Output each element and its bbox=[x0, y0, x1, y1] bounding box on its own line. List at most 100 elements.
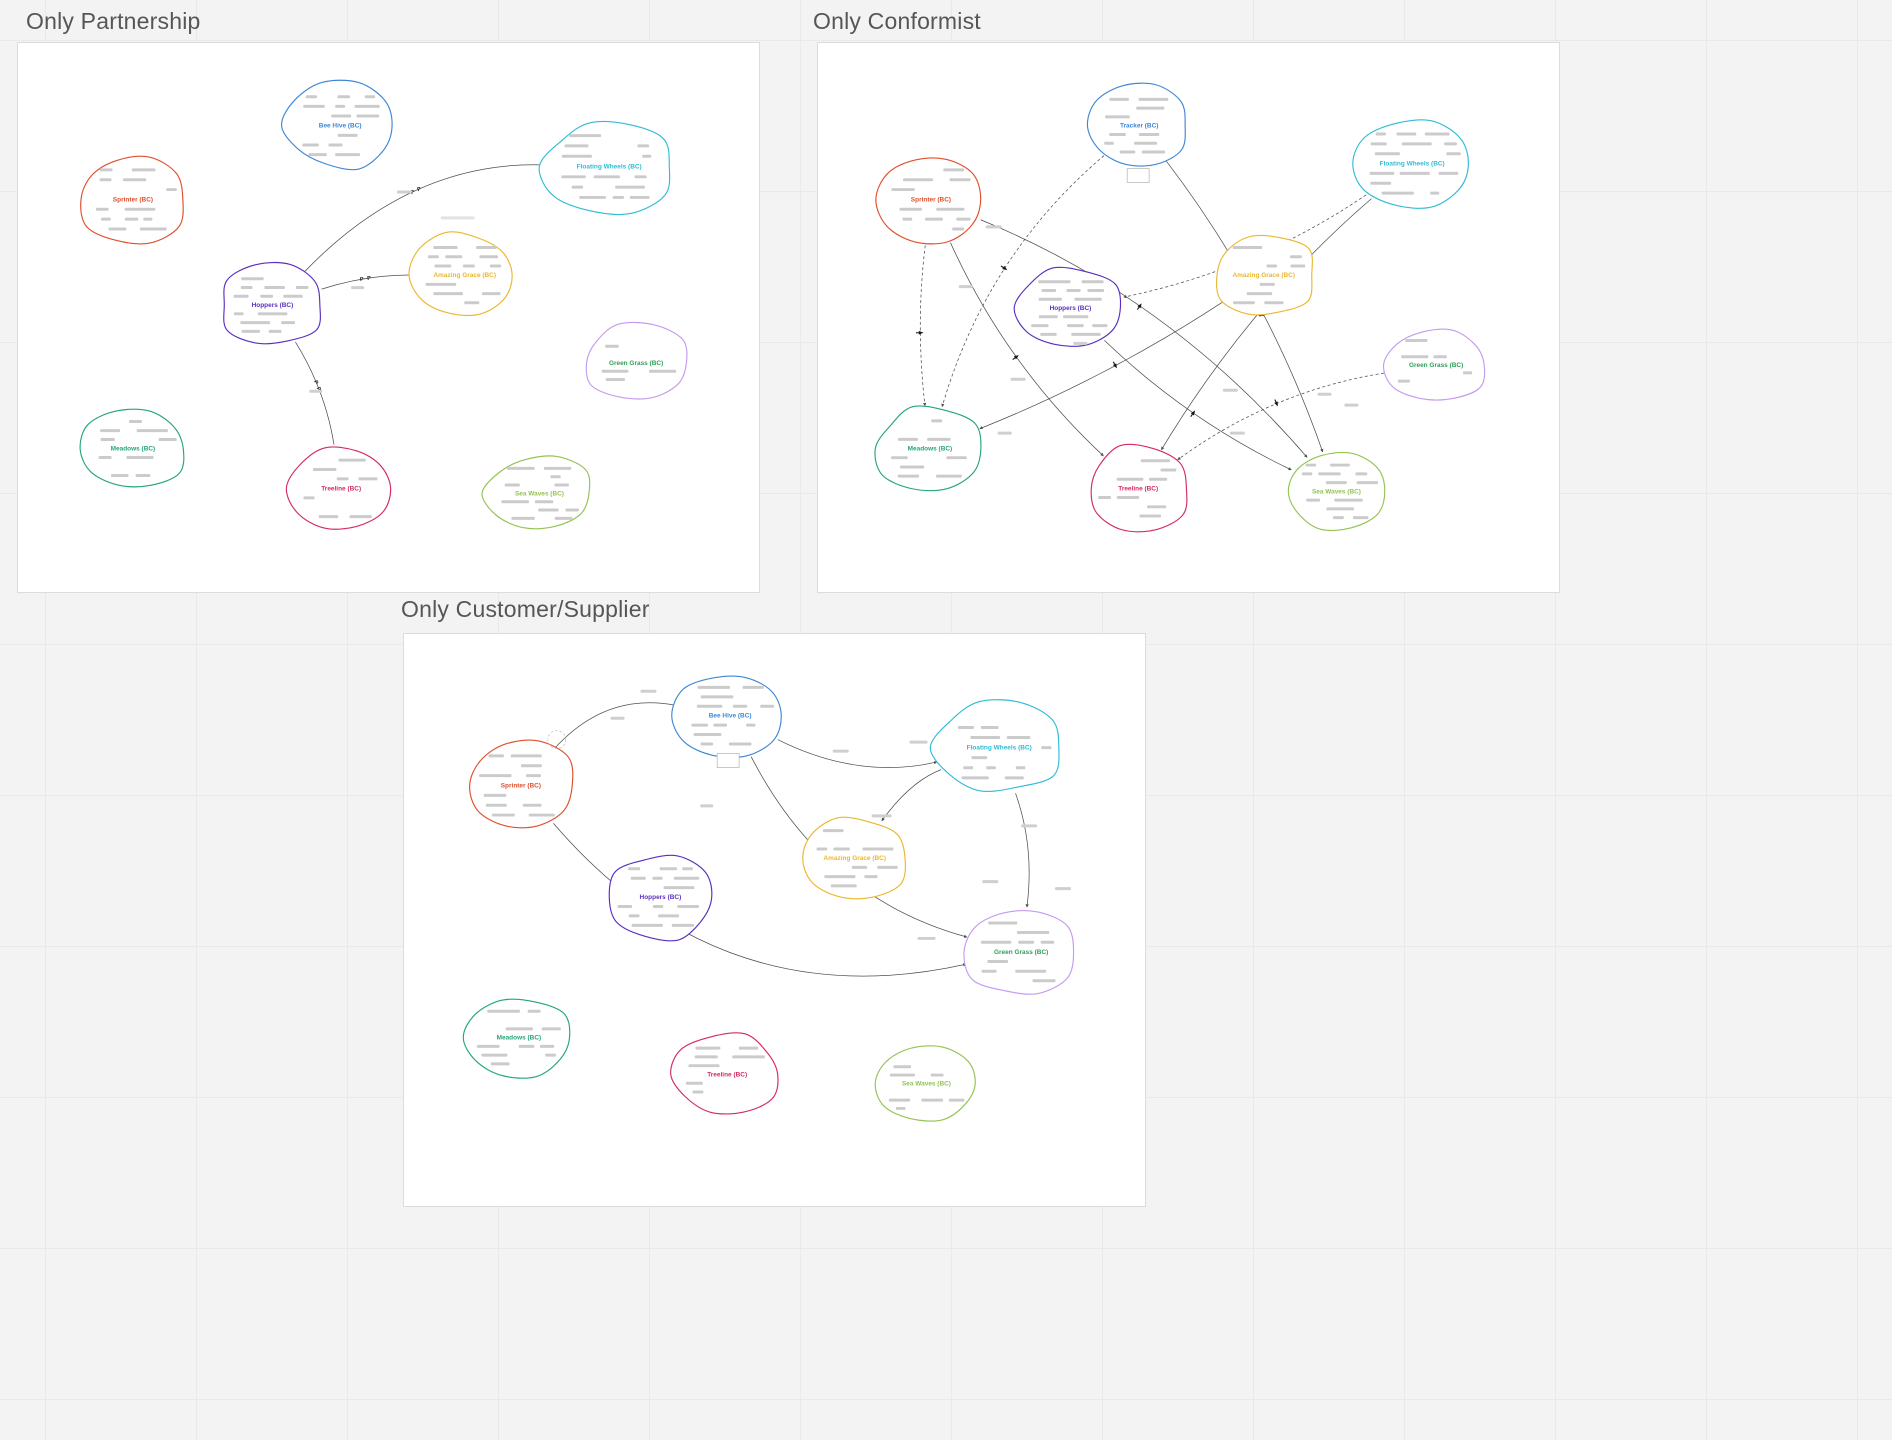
context-node[interactable]: Hoppers (BC) bbox=[608, 854, 713, 942]
connection-label-bar bbox=[1222, 388, 1238, 392]
context-node[interactable]: Floating Wheels (BC) bbox=[929, 699, 1060, 793]
nodes-layer: Sprinter (BC) Bee Hive (BC) Floating Wheel… bbox=[79, 79, 688, 530]
context-outline bbox=[1215, 234, 1313, 316]
placeholder-text-bar bbox=[1160, 468, 1177, 472]
relationship-connection[interactable] bbox=[1177, 372, 1385, 460]
context-outline bbox=[1352, 119, 1469, 209]
relationship-connection[interactable] bbox=[979, 301, 1223, 430]
placeholder-text-bar bbox=[1015, 969, 1047, 973]
placeholder-text-bar bbox=[1138, 132, 1160, 136]
placeholder-text-bar bbox=[543, 466, 572, 470]
placeholder-text-bar bbox=[1266, 264, 1277, 268]
context-outline bbox=[874, 1045, 976, 1122]
placeholder-text-bar bbox=[257, 312, 288, 316]
relationship-connection[interactable] bbox=[881, 769, 942, 822]
context-node[interactable]: Hoppers (BC) bbox=[223, 261, 321, 345]
placeholder-text-bar bbox=[629, 195, 650, 199]
placeholder-text-bar bbox=[1067, 324, 1084, 328]
placeholder-text-bar bbox=[433, 246, 458, 250]
context-node[interactable]: Amazing Grace (BC) bbox=[802, 816, 906, 900]
context-node[interactable]: Sprinter (BC) bbox=[875, 157, 982, 245]
context-node[interactable]: Floating Wheels (BC) bbox=[538, 120, 671, 216]
placeholder-text-bar bbox=[1438, 171, 1459, 175]
placeholder-text-bar bbox=[312, 468, 337, 472]
placeholder-text-bar bbox=[1038, 280, 1071, 284]
connection-label-bar bbox=[832, 749, 849, 753]
context-node[interactable]: Meadows (BC) bbox=[462, 998, 571, 1079]
placeholder-text-bar bbox=[713, 723, 727, 727]
relationship-connection[interactable] bbox=[1015, 793, 1030, 908]
relationship-connection[interactable] bbox=[980, 219, 1308, 458]
connection-label-bar bbox=[610, 716, 625, 720]
placeholder-text-bar bbox=[615, 185, 645, 189]
context-node[interactable]: Green Grass (BC) bbox=[1382, 328, 1486, 401]
context-node[interactable]: Sea Waves (BC) bbox=[874, 1045, 976, 1122]
placeholder-text-bar bbox=[1004, 776, 1024, 780]
placeholder-text-bar bbox=[241, 277, 264, 281]
context-node[interactable]: Treeline (BC) bbox=[285, 446, 392, 530]
placeholder-text-bar bbox=[652, 876, 663, 880]
junction-box[interactable] bbox=[1126, 168, 1150, 183]
context-node[interactable]: Green Grass (BC) bbox=[585, 321, 688, 400]
placeholder-text-bar bbox=[952, 227, 965, 231]
diagram-frame[interactable]: Bee Hive (BC) Floating Wheels (BC) Sprinte… bbox=[403, 633, 1146, 1207]
placeholder-text-bar bbox=[1074, 297, 1102, 301]
relationship-connection[interactable] bbox=[915, 245, 927, 407]
placeholder-text-bar bbox=[1370, 142, 1387, 146]
placeholder-text-bar bbox=[700, 742, 714, 746]
context-node[interactable]: Meadows (BC) bbox=[79, 408, 185, 488]
context-node[interactable]: Sprinter (BC) bbox=[80, 155, 184, 245]
relationship-connection[interactable] bbox=[1104, 340, 1292, 471]
placeholder-text-bar bbox=[1040, 940, 1055, 944]
placeholder-text-bar bbox=[1424, 132, 1450, 136]
relationship-connection[interactable] bbox=[950, 242, 1104, 457]
placeholder-text-bar bbox=[483, 793, 507, 797]
placeholder-text-bar bbox=[1330, 463, 1350, 467]
placeholder-text-bar bbox=[1071, 332, 1101, 336]
context-node[interactable]: Treeline (BC) bbox=[1090, 443, 1188, 533]
placeholder-text-bar bbox=[124, 217, 139, 221]
context-node[interactable]: Treeline (BC) bbox=[670, 1032, 779, 1115]
placeholder-text-bar bbox=[1446, 152, 1461, 156]
placeholder-text-bar bbox=[1015, 766, 1026, 770]
conformist-marker-icon bbox=[1112, 361, 1117, 369]
connection-label-bar bbox=[997, 431, 1012, 435]
context-node[interactable]: Bee Hive (BC) bbox=[281, 79, 393, 171]
context-node[interactable]: Tracker (BC) bbox=[1086, 82, 1186, 167]
placeholder-text-bar bbox=[479, 255, 499, 259]
context-node[interactable]: Floating Wheels (BC) bbox=[1352, 119, 1469, 209]
context-node[interactable]: Sprinter (BC) bbox=[469, 739, 574, 829]
relationship-connection[interactable] bbox=[777, 739, 938, 768]
junction-box[interactable] bbox=[716, 753, 740, 768]
relationship-connection[interactable] bbox=[553, 822, 967, 977]
connection-label-bar bbox=[871, 814, 892, 818]
placeholder-text-bar bbox=[490, 1062, 510, 1066]
relationship-connection[interactable]: PP bbox=[295, 341, 335, 445]
placeholder-text-bar bbox=[1141, 150, 1166, 154]
context-node[interactable]: Sea Waves (BC) bbox=[1287, 451, 1386, 532]
placeholder-text-bar bbox=[135, 474, 151, 478]
context-node[interactable]: Bee Hive (BC) bbox=[671, 675, 782, 759]
diagram-frame[interactable]: Sprinter (BC) Tracker (BC) Floating Wheels… bbox=[817, 42, 1560, 593]
context-node[interactable]: Hoppers (BC) bbox=[1013, 266, 1122, 347]
placeholder-text-bar bbox=[1301, 472, 1313, 476]
relationship-connection[interactable] bbox=[941, 155, 1105, 408]
placeholder-text-bar bbox=[824, 875, 856, 879]
relationship-connection[interactable] bbox=[554, 702, 676, 749]
placeholder-text-bar bbox=[445, 255, 463, 259]
context-node[interactable]: Amazing Grace (BC) bbox=[1215, 234, 1313, 316]
context-node[interactable]: Meadows (BC) bbox=[874, 405, 982, 492]
context-node[interactable]: Green Grass (BC) bbox=[963, 910, 1075, 995]
placeholder-text-bar bbox=[895, 1106, 906, 1110]
context-node[interactable]: Sea Waves (BC) bbox=[481, 455, 591, 530]
context-node[interactable]: Amazing Grace (BC) bbox=[408, 231, 513, 316]
placeholder-text-bar bbox=[281, 321, 296, 325]
context-label: Hoppers (BC) bbox=[252, 302, 294, 309]
placeholder-text-bar bbox=[601, 369, 629, 373]
context-label: Sprinter (BC) bbox=[911, 196, 951, 203]
